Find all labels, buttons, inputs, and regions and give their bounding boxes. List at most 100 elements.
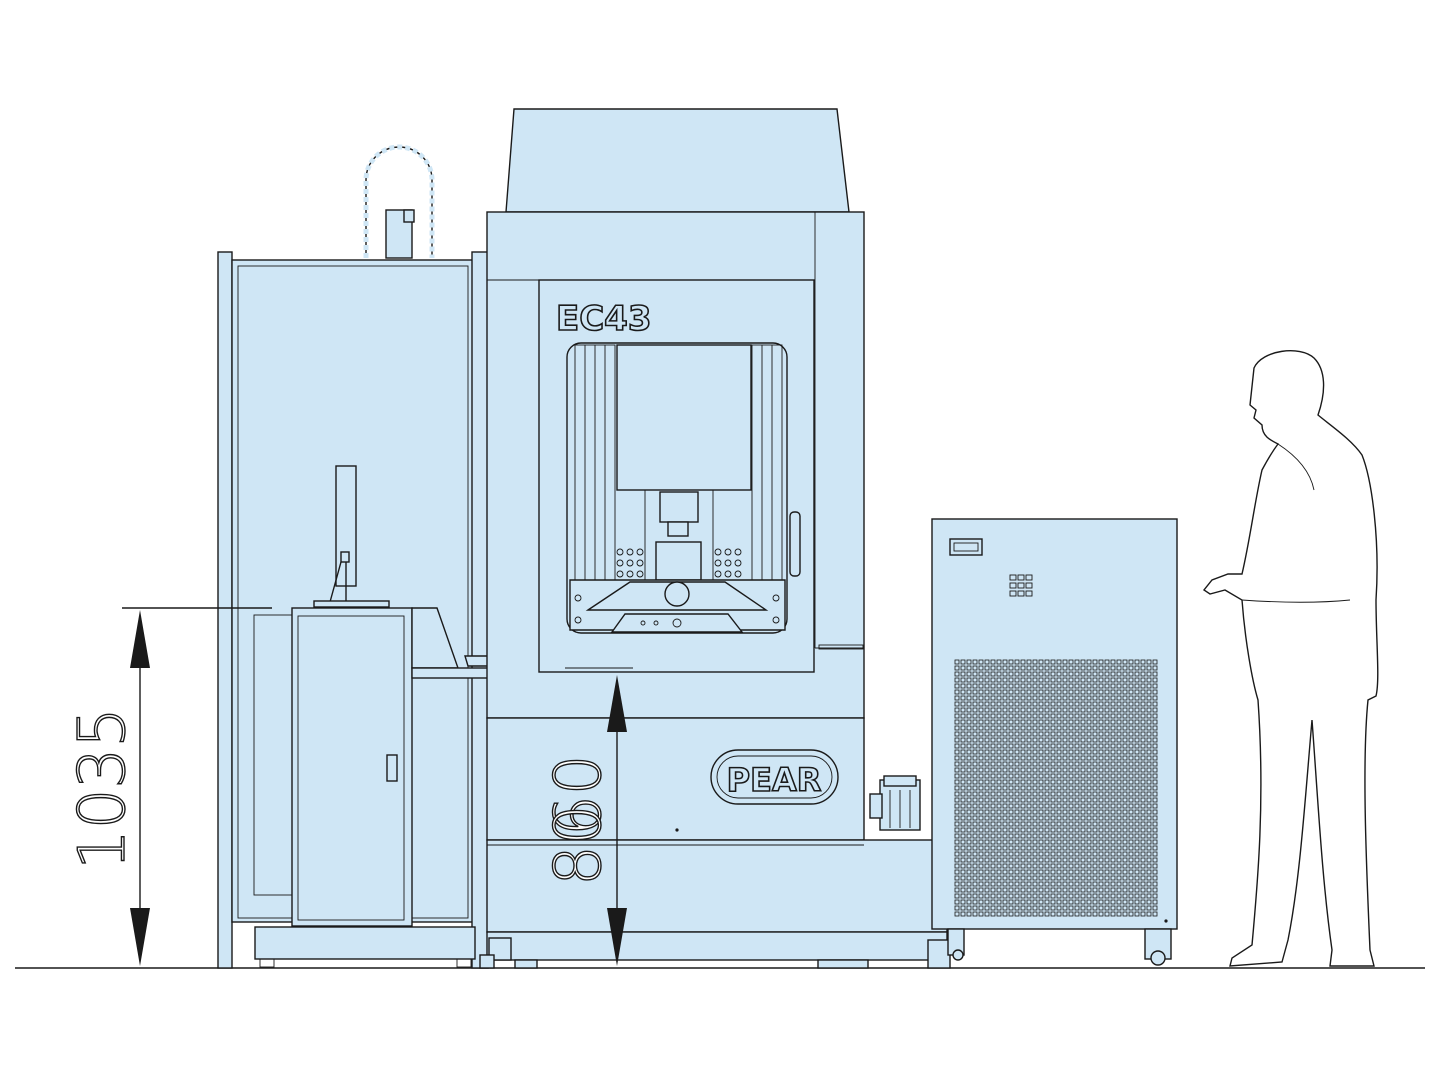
vent-slot <box>996 893 1002 899</box>
vent-slot <box>1116 779 1122 785</box>
vent-slot <box>1020 839 1026 845</box>
vent-slot <box>1056 833 1062 839</box>
vent-slot <box>1068 659 1074 665</box>
vent-slot <box>1104 725 1110 731</box>
vent-slot <box>1026 761 1032 767</box>
vent-slot <box>1032 821 1038 827</box>
vent-slot <box>1152 659 1158 665</box>
vent-slot <box>1134 797 1140 803</box>
vent-slot <box>954 893 960 899</box>
vent-slot <box>996 851 1002 857</box>
vent-slot <box>960 683 966 689</box>
vent-slot <box>972 845 978 851</box>
vent-slot <box>1116 875 1122 881</box>
vent-slot <box>960 881 966 887</box>
vent-slot <box>1002 863 1008 869</box>
vent-slot <box>1086 743 1092 749</box>
vent-slot <box>966 857 972 863</box>
vent-slot <box>1098 899 1104 905</box>
vent-slot <box>972 755 978 761</box>
vent-slot <box>1092 701 1098 707</box>
vent-slot <box>1008 893 1014 899</box>
vent-slot <box>1092 821 1098 827</box>
vent-slot <box>960 845 966 851</box>
vent-slot <box>1014 755 1020 761</box>
vent-slot <box>1068 905 1074 911</box>
vent-slot <box>1140 827 1146 833</box>
vent-slot <box>1032 725 1038 731</box>
vent-slot <box>1020 779 1026 785</box>
vent-slot <box>1032 767 1038 773</box>
vent-slot <box>960 857 966 863</box>
vent-slot <box>1110 905 1116 911</box>
vent-slot <box>1062 863 1068 869</box>
vent-slot <box>1110 659 1116 665</box>
vent-slot <box>1104 701 1110 707</box>
vent-slot <box>1026 767 1032 773</box>
vent-slot <box>1050 797 1056 803</box>
vent-slot <box>1110 911 1116 917</box>
vent-slot <box>1026 809 1032 815</box>
vent-slot <box>984 887 990 893</box>
vent-slot <box>1062 773 1068 779</box>
vent-slot <box>1086 827 1092 833</box>
vent-slot <box>1140 767 1146 773</box>
vent-slot <box>960 905 966 911</box>
vent-slot <box>1146 905 1152 911</box>
vent-slot <box>1104 827 1110 833</box>
vent-slot <box>1080 803 1086 809</box>
vent-slot <box>1044 839 1050 845</box>
vent-slot <box>1050 731 1056 737</box>
vent-slot <box>1002 707 1008 713</box>
vent-slot <box>1140 881 1146 887</box>
vent-slot <box>1140 815 1146 821</box>
vent-slot <box>1146 875 1152 881</box>
vent-slot <box>1122 677 1128 683</box>
vent-slot <box>1092 905 1098 911</box>
vent-slot <box>1086 671 1092 677</box>
vent-slot <box>1044 677 1050 683</box>
vent-slot <box>1122 749 1128 755</box>
vent-slot <box>966 707 972 713</box>
vent-slot <box>1032 791 1038 797</box>
vent-slot <box>1008 809 1014 815</box>
vent-slot <box>1008 743 1014 749</box>
vent-slot <box>1092 875 1098 881</box>
vent-slot <box>1050 869 1056 875</box>
vent-slot <box>1062 725 1068 731</box>
vent-slot <box>1122 707 1128 713</box>
vent-slot <box>1014 785 1020 791</box>
vent-slot <box>1116 773 1122 779</box>
vent-slot <box>1116 683 1122 689</box>
vent-slot <box>1098 905 1104 911</box>
vent-slot <box>978 749 984 755</box>
vent-slot <box>1014 737 1020 743</box>
vent-slot <box>1116 677 1122 683</box>
vent-slot <box>996 671 1002 677</box>
vent-slot <box>1104 659 1110 665</box>
vent-slot <box>1110 899 1116 905</box>
vent-slot <box>1020 863 1026 869</box>
vent-slot <box>1008 671 1014 677</box>
vent-slot <box>1086 689 1092 695</box>
vent-slot <box>1044 719 1050 725</box>
vent-slot <box>1140 743 1146 749</box>
vent-slot <box>1056 803 1062 809</box>
vent-slot <box>1020 803 1026 809</box>
vent-slot <box>960 677 966 683</box>
vent-slot <box>954 671 960 677</box>
vent-slot <box>1080 797 1086 803</box>
vent-slot <box>1008 839 1014 845</box>
vent-slot <box>954 869 960 875</box>
vent-slot <box>1098 833 1104 839</box>
vent-slot <box>1140 677 1146 683</box>
vent-slot <box>1152 797 1158 803</box>
vent-slot <box>984 773 990 779</box>
vent-slot <box>1044 905 1050 911</box>
vent-slot <box>1140 755 1146 761</box>
vent-slot <box>1098 887 1104 893</box>
vent-slot <box>1134 785 1140 791</box>
vent-slot <box>990 689 996 695</box>
vent-slot <box>1008 851 1014 857</box>
vent-slot <box>996 911 1002 917</box>
